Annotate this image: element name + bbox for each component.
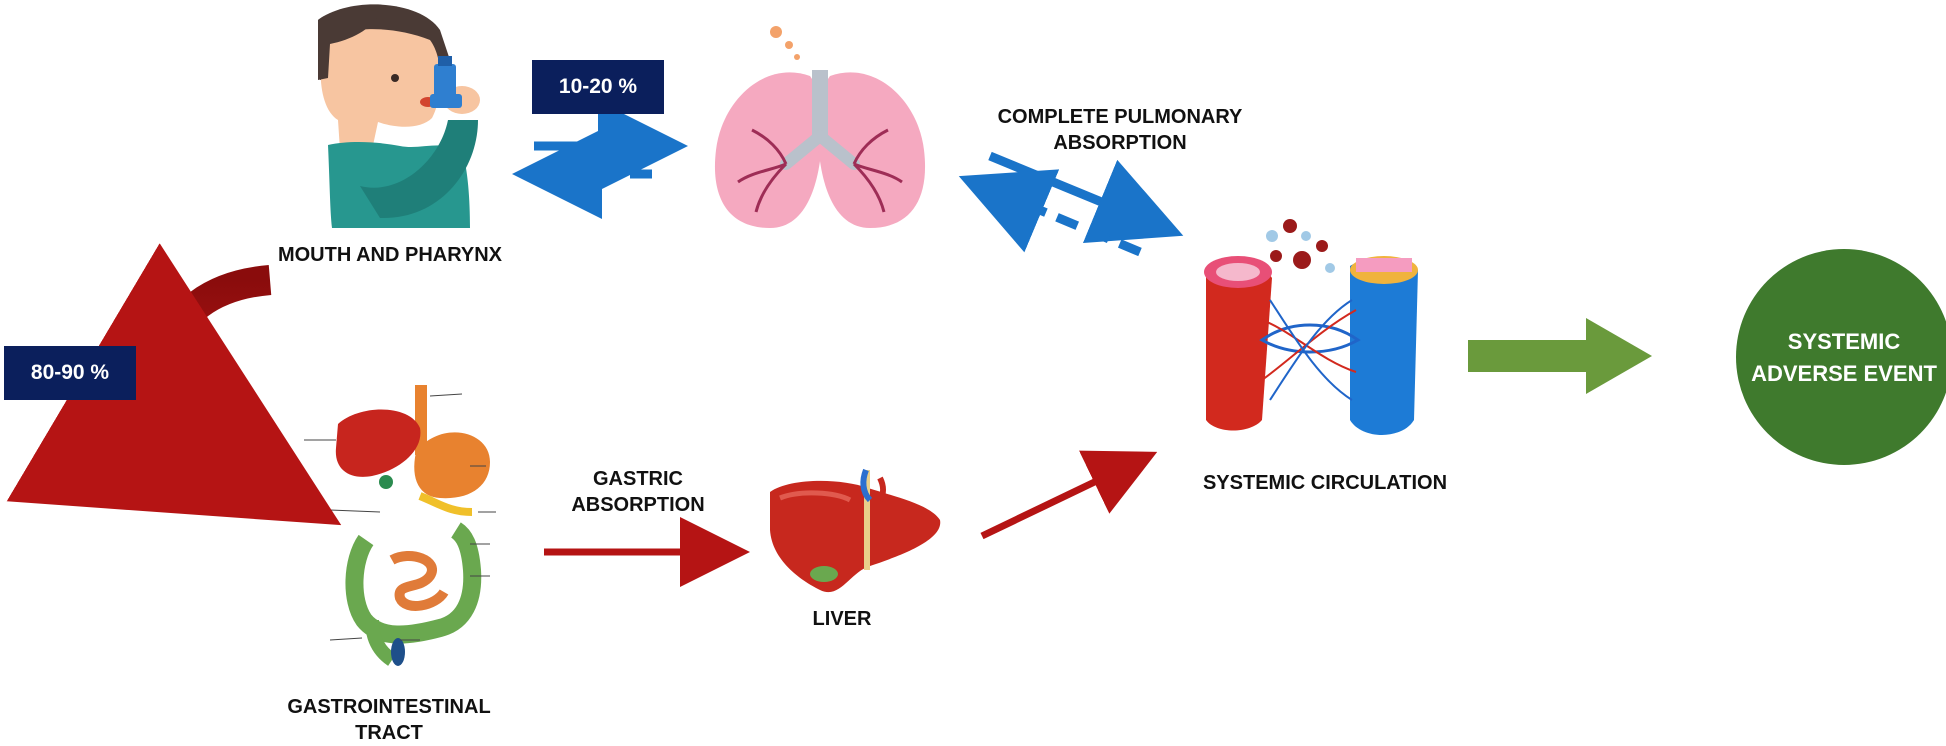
liver-to-circulation-arrow [980,450,1158,540]
gastric-absorption-label: GASTRIC ABSORPTION [571,468,705,516]
lungs-icon [714,26,926,228]
swallowed-fraction-value: 80-90 % [30,361,110,384]
swallowed-fraction-curve-arrow [6,243,342,526]
gastrointestinal-tract-label: GASTROINTESTINAL TRACT [287,696,491,744]
liver-icon [770,468,941,593]
person-using-inhaler-icon [318,4,480,228]
swallowed-fraction-badge: 80-90 % [4,346,136,400]
lungs-to-circulation-arrow [988,151,1184,244]
complete-pulmonary-absorption-label: COMPLETE PULMONARY ABSORPTION [997,106,1243,154]
digestive-system-icon [304,385,496,666]
circulation-to-lungs-arrow [958,169,1142,257]
lung-deposition-badge: 10-20 % [532,60,664,114]
liver-label: LIVER [812,608,872,630]
mouth-and-pharynx-label: MOUTH AND PHARYNX [277,244,503,266]
lung-deposition-value: 10-20 % [558,75,638,98]
circulation-to-event-arrow-shaft [1468,340,1588,372]
systemic-adverse-event-circle [1736,249,1946,465]
systemic-adverse-event-label: SYSTEMIC ADVERSE EVENT [1751,329,1937,386]
circulation-to-event-arrow-head [1586,318,1652,394]
systemic-circulation-label: SYSTEMIC CIRCULATION [1202,472,1448,494]
blood-vessels-icon [1204,219,1418,435]
